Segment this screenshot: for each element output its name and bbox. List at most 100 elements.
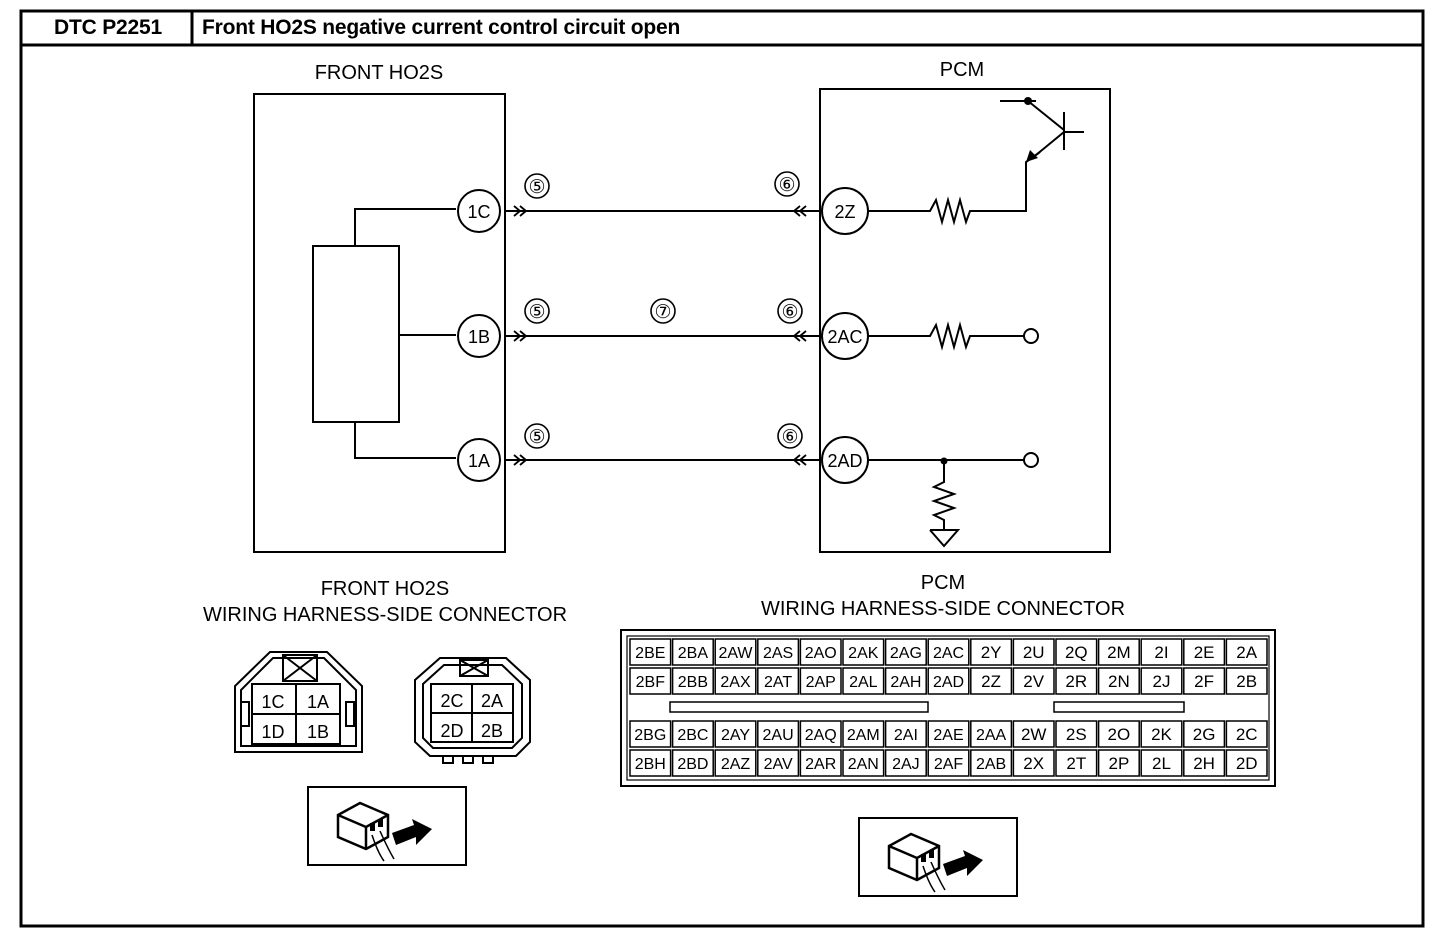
svg-text:⑥: ⑥ — [778, 175, 795, 196]
pcm-pin-2e: 2E — [1183, 638, 1226, 666]
pcm-pin-2ak: 2AK — [842, 638, 885, 666]
callout-6-mid: ⑥ — [777, 298, 803, 324]
pcm-pin-2am: 2AM — [842, 720, 885, 748]
callout-7-mid: ⑦ — [650, 298, 676, 324]
pcm-pin-2ad: 2AD — [927, 667, 970, 695]
pin-2c-sensor: 2C — [440, 691, 463, 711]
pcm-pin-2r: 2R — [1055, 667, 1098, 695]
pcm-pin-2az: 2AZ — [714, 749, 757, 777]
callout-5-bot: ⑤ — [524, 423, 550, 449]
svg-text:2AC: 2AC — [827, 327, 862, 347]
pcm-pin-2bf: 2BF — [629, 667, 672, 695]
pcm-label: PCM — [940, 59, 984, 81]
svg-text:1B: 1B — [468, 327, 490, 347]
pcm-pin-2ay: 2AY — [714, 720, 757, 748]
sensor-terminal-1b: 1B — [457, 314, 501, 358]
svg-text:2AT: 2AT — [764, 674, 792, 691]
pcm-pin-2ah: 2AH — [884, 667, 927, 695]
svg-text:2Y: 2Y — [981, 643, 1002, 662]
svg-text:2AG: 2AG — [890, 645, 922, 662]
svg-text:2AH: 2AH — [890, 674, 921, 691]
svg-text:2AF: 2AF — [934, 756, 964, 773]
pcm-pin-2x: 2X — [1012, 749, 1055, 777]
svg-text:2H: 2H — [1193, 754, 1215, 773]
svg-text:2J: 2J — [1153, 672, 1171, 691]
svg-text:⑥: ⑥ — [781, 302, 798, 323]
pcm-pin-2at: 2AT — [757, 667, 800, 695]
transistor-node — [1024, 97, 1032, 105]
svg-text:2AA: 2AA — [976, 727, 1007, 744]
svg-text:2AQ: 2AQ — [805, 727, 837, 744]
pcm-pin-2be: 2BE — [629, 638, 672, 666]
svg-text:2U: 2U — [1023, 643, 1045, 662]
svg-text:2AB: 2AB — [976, 756, 1006, 773]
svg-text:2I: 2I — [1154, 643, 1168, 662]
svg-text:2AU: 2AU — [763, 727, 794, 744]
svg-text:2F: 2F — [1194, 672, 1214, 691]
svg-text:2L: 2L — [1152, 754, 1171, 773]
svg-text:2AW: 2AW — [718, 645, 753, 662]
pcm-pin-2k: 2K — [1140, 720, 1183, 748]
ground-node — [940, 457, 948, 465]
svg-text:2BD: 2BD — [677, 756, 708, 773]
pcm-pin-2ag: 2AG — [884, 638, 927, 666]
pcm-pin-2aa: 2AA — [970, 720, 1013, 748]
pcm-pin-2v: 2V — [1012, 667, 1055, 695]
svg-text:2P: 2P — [1109, 754, 1130, 773]
svg-text:2G: 2G — [1193, 725, 1216, 744]
svg-text:2AM: 2AM — [847, 727, 880, 744]
svg-text:2A: 2A — [1236, 643, 1257, 662]
pcm-pin-2l: 2L — [1140, 749, 1183, 777]
pcm-pin-2bh: 2BH — [629, 749, 672, 777]
wire-callouts: ⑤ ⑤ ⑤ ⑦ ⑥ ⑥ ⑥ — [524, 171, 803, 449]
pcm-pin-2bb: 2BB — [671, 667, 714, 695]
pcm-box — [819, 88, 1111, 553]
svg-text:2AL: 2AL — [849, 674, 878, 691]
pcm-pin-2ab: 2AB — [970, 749, 1013, 777]
pcm-pin-2al: 2AL — [842, 667, 885, 695]
svg-text:2D: 2D — [1236, 754, 1258, 773]
svg-text:2Z: 2Z — [834, 202, 855, 222]
pcm-internal-circuit — [868, 100, 1084, 548]
pcm-pin-2au: 2AU — [757, 720, 800, 748]
pcm-pin-2s: 2S — [1055, 720, 1098, 748]
svg-text:2AC: 2AC — [933, 645, 964, 662]
svg-text:2AN: 2AN — [848, 756, 879, 773]
svg-text:2AR: 2AR — [805, 756, 836, 773]
svg-text:2AP: 2AP — [806, 674, 836, 691]
svg-text:2BE: 2BE — [635, 645, 665, 662]
svg-text:2AI: 2AI — [894, 727, 918, 744]
callout-6-top: ⑥ — [774, 171, 800, 197]
svg-text:2BB: 2BB — [678, 674, 708, 691]
pcm-pin-2c: 2C — [1225, 720, 1268, 748]
svg-text:2R: 2R — [1065, 672, 1087, 691]
svg-text:2AX: 2AX — [720, 674, 751, 691]
pcm-pin-2bg: 2BG — [629, 720, 672, 748]
pcm-pin-2g: 2G — [1183, 720, 1226, 748]
pin-1a: 1A — [307, 692, 329, 712]
svg-text:2AY: 2AY — [721, 727, 750, 744]
sensor-box — [253, 93, 506, 553]
svg-text:2AZ: 2AZ — [721, 756, 751, 773]
svg-text:2Q: 2Q — [1065, 643, 1088, 662]
pcm-pin-2d: 2D — [1225, 749, 1268, 777]
callout-6-bot: ⑥ — [777, 423, 803, 449]
pcm-terminal-2ac: 2AC — [821, 312, 869, 360]
svg-text:2O: 2O — [1108, 725, 1131, 744]
svg-text:2BG: 2BG — [634, 727, 666, 744]
pcm-pin-2y: 2Y — [970, 638, 1013, 666]
svg-text:2AV: 2AV — [764, 756, 793, 773]
sensor-connector-right — [414, 657, 531, 764]
pcm-terminal-2z: 2Z — [821, 187, 869, 235]
pcm-pin-2an: 2AN — [842, 749, 885, 777]
pcm-connector-title-1: PCM — [921, 572, 965, 594]
svg-text:2K: 2K — [1151, 725, 1172, 744]
pcm-pin-2u: 2U — [1012, 638, 1055, 666]
svg-text:2AS: 2AS — [763, 645, 793, 662]
pcm-pin-2j: 2J — [1140, 667, 1183, 695]
svg-text:⑤: ⑤ — [528, 177, 545, 198]
pcm-pin-2aj: 2AJ — [884, 749, 927, 777]
svg-text:2BC: 2BC — [677, 727, 708, 744]
svg-text:⑦: ⑦ — [654, 302, 671, 323]
svg-text:2T: 2T — [1066, 754, 1086, 773]
